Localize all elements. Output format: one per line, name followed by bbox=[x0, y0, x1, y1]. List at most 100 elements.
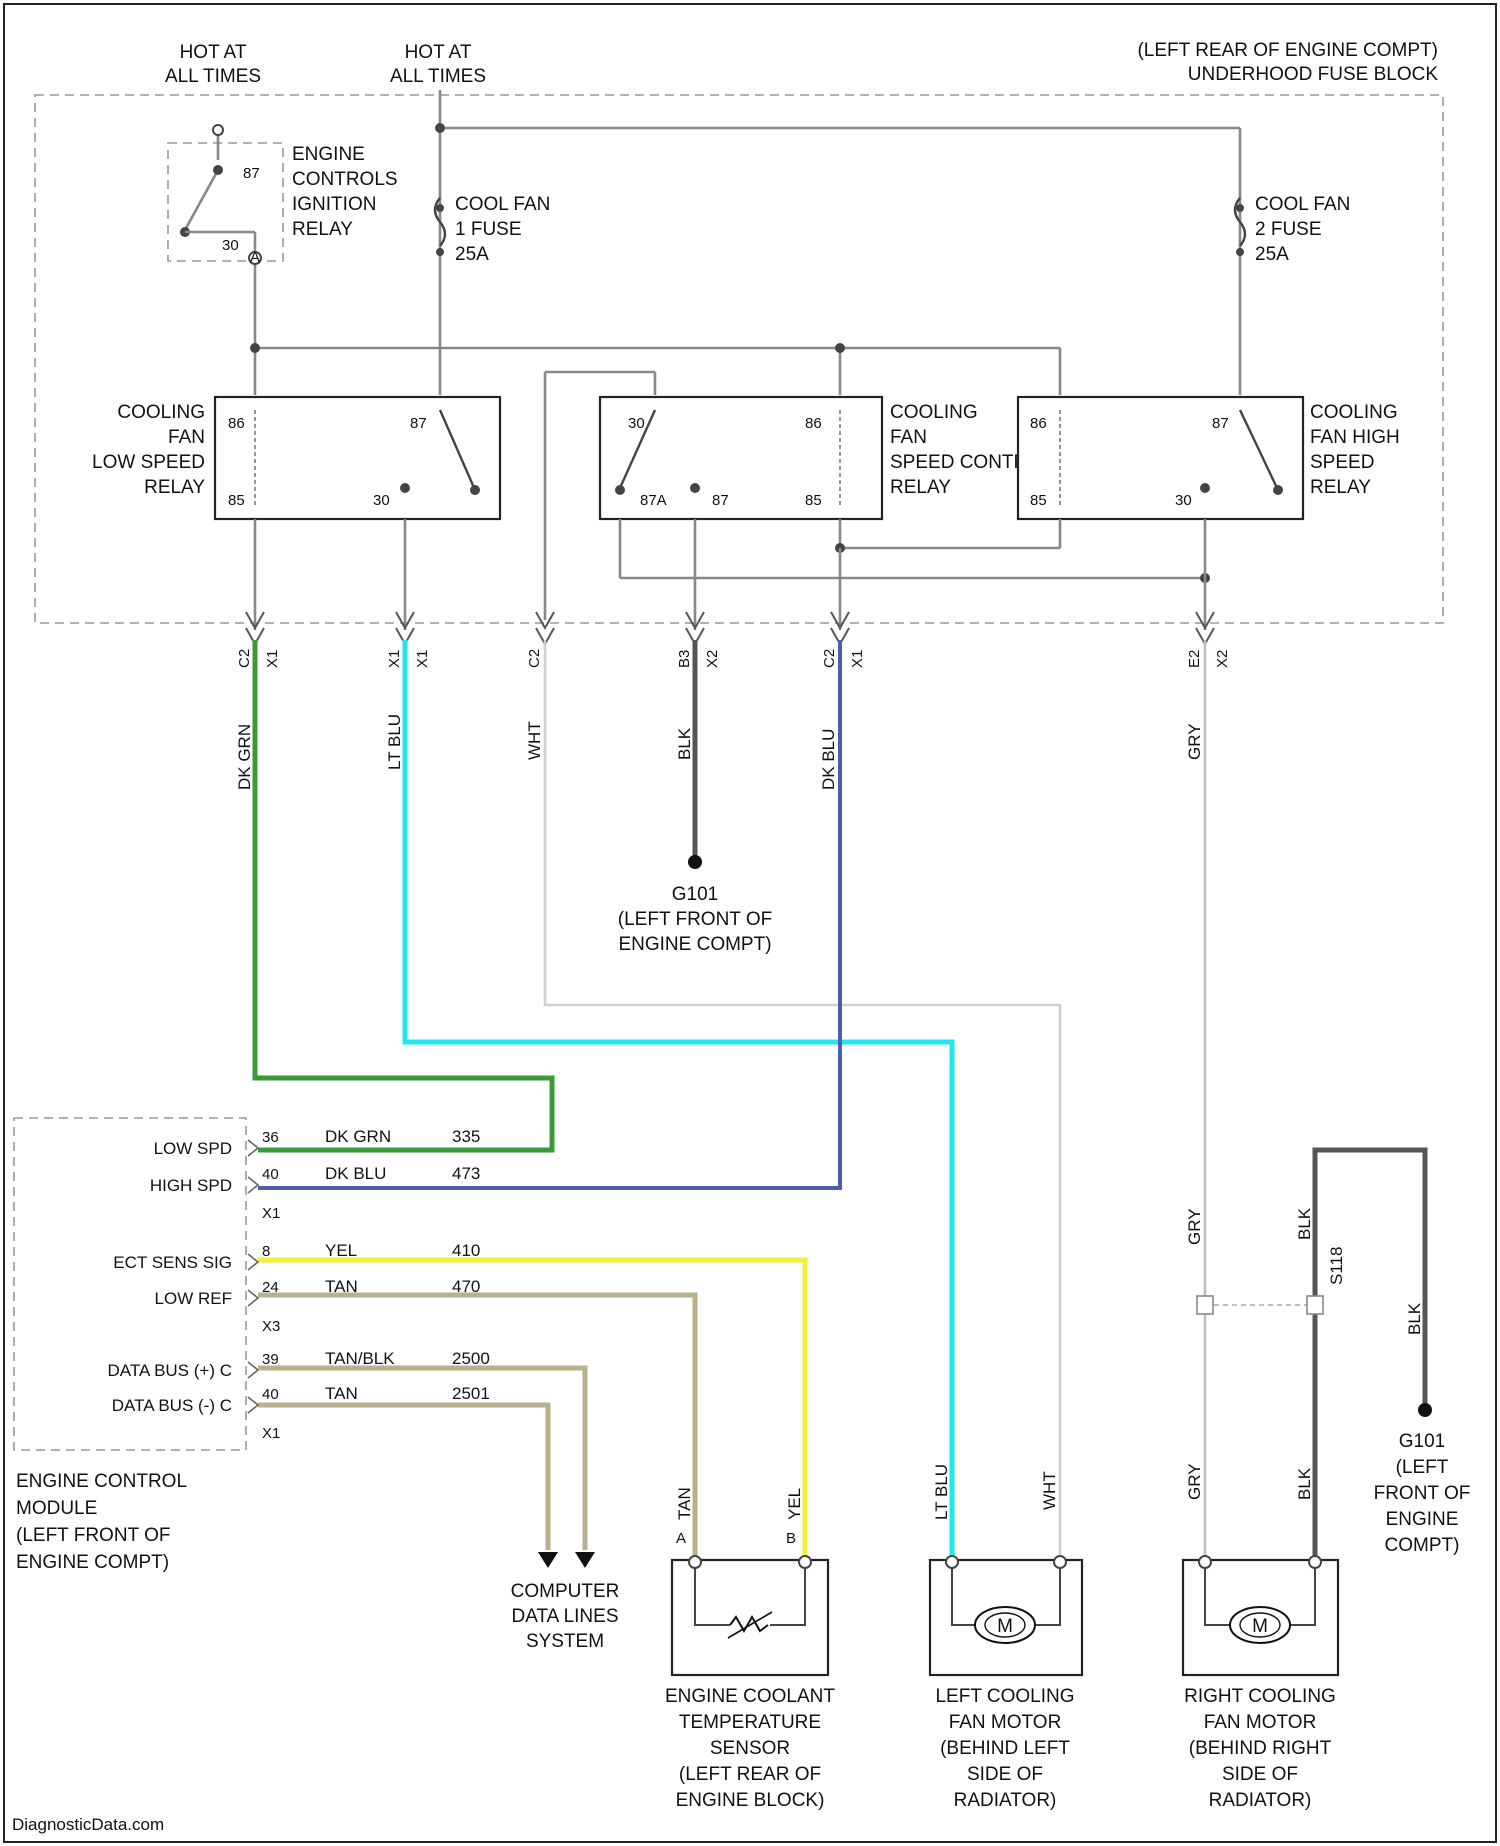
svg-text:(LEFT REAR OF: (LEFT REAR OF bbox=[679, 1764, 821, 1785]
wire-tan2 bbox=[258, 1368, 585, 1550]
svg-text:B: B bbox=[786, 1530, 796, 1547]
svg-text:A: A bbox=[676, 1530, 686, 1547]
svg-text:ENGINE COMPT): ENGINE COMPT) bbox=[16, 1552, 169, 1573]
svg-text:YEL: YEL bbox=[785, 1488, 804, 1520]
ecm-wire-color: DK BLU bbox=[325, 1164, 386, 1183]
ecm-pin-name: HIGH SPD bbox=[150, 1176, 232, 1195]
svg-text:S118: S118 bbox=[1327, 1247, 1346, 1285]
svg-text:RADIATOR): RADIATOR) bbox=[954, 1790, 1057, 1811]
connector-id: C2 bbox=[526, 649, 543, 668]
ecm-pin-name: DATA BUS (+) C bbox=[107, 1361, 232, 1380]
svg-text:(LEFT REAR OF ENGINE COMPT): (LEFT REAR OF ENGINE COMPT) bbox=[1137, 40, 1438, 61]
svg-text:30: 30 bbox=[222, 237, 239, 254]
engine-coolant-temperature-sensor: TAN YEL A B ENGINE COOLANT TEMPERATURE S… bbox=[665, 1487, 835, 1811]
cooling-fan-high-speed-relay: 86 85 87 30 COOLING FAN HIGH SPEED RELAY bbox=[1018, 397, 1400, 519]
ecm-wire-color: DK GRN bbox=[325, 1127, 391, 1146]
hot-at-all-times-label-1: HOT AT ALL TIMES bbox=[165, 42, 261, 87]
svg-text:RELAY: RELAY bbox=[292, 219, 353, 240]
svg-text:86: 86 bbox=[805, 415, 822, 432]
connector-marker: C2 bbox=[526, 612, 554, 668]
ecm-circuit-number: 470 bbox=[452, 1277, 480, 1296]
ecm-wire-color: YEL bbox=[325, 1241, 357, 1260]
ecm-pin-number: X1 bbox=[262, 1205, 280, 1222]
ecm-pin-name: DATA BUS (-) C bbox=[112, 1396, 232, 1415]
svg-text:COOLING: COOLING bbox=[117, 402, 205, 423]
ecm-circuit-number: 2501 bbox=[452, 1384, 490, 1403]
wire-tan1 bbox=[258, 1295, 695, 1560]
ecm-pin-number: X1 bbox=[262, 1425, 280, 1442]
cool-fan-2-fuse: COOL FAN 2 FUSE 25A bbox=[1235, 194, 1350, 265]
svg-text:(LEFT FRONT OF: (LEFT FRONT OF bbox=[16, 1525, 170, 1546]
connector-id: C2 bbox=[236, 649, 253, 668]
svg-text:1 FUSE: 1 FUSE bbox=[455, 219, 522, 240]
svg-text:COMPT): COMPT) bbox=[1385, 1535, 1460, 1556]
svg-text:BLK: BLK bbox=[675, 727, 694, 760]
svg-text:UNDERHOOD FUSE BLOCK: UNDERHOOD FUSE BLOCK bbox=[1188, 64, 1439, 85]
svg-text:COOL FAN: COOL FAN bbox=[1255, 194, 1350, 215]
ecm-pin-number: 8 bbox=[262, 1243, 270, 1260]
ecm-pin-name: LOW SPD bbox=[154, 1139, 232, 1158]
ecm-pin-number: 40 bbox=[262, 1166, 279, 1183]
svg-text:COOL FAN: COOL FAN bbox=[455, 194, 550, 215]
svg-text:87A: 87A bbox=[640, 492, 667, 509]
connector-id: X1 bbox=[849, 650, 866, 668]
svg-text:BLK: BLK bbox=[1295, 1467, 1314, 1500]
svg-text:85: 85 bbox=[228, 492, 245, 509]
ecm-pin-row: X1 bbox=[262, 1205, 280, 1222]
svg-text:FRONT OF: FRONT OF bbox=[1374, 1483, 1471, 1504]
ecm-circuit-number: 2500 bbox=[452, 1349, 490, 1368]
fuse-block-label: (LEFT REAR OF ENGINE COMPT) UNDERHOOD FU… bbox=[1137, 40, 1438, 85]
ecm-wire-color: TAN bbox=[325, 1277, 358, 1296]
svg-text:RELAY: RELAY bbox=[1310, 477, 1371, 498]
wire-ltblu bbox=[405, 640, 952, 1560]
relay-interconnect-wires bbox=[255, 519, 1210, 630]
svg-text:(LEFT: (LEFT bbox=[1396, 1457, 1449, 1478]
svg-text:FAN: FAN bbox=[890, 427, 927, 448]
svg-text:GRY: GRY bbox=[1185, 1208, 1204, 1245]
svg-text:DATA LINES: DATA LINES bbox=[512, 1606, 619, 1627]
connector-id: X1 bbox=[386, 650, 403, 668]
svg-text:FAN MOTOR: FAN MOTOR bbox=[1204, 1712, 1317, 1733]
ecm-circuit-number: 335 bbox=[452, 1127, 480, 1146]
ignition-relay: 87 30 A ENGINE CONTROLS IGNITION RELAY bbox=[168, 125, 398, 270]
svg-text:RIGHT COOLING: RIGHT COOLING bbox=[1184, 1686, 1336, 1707]
svg-text:FAN MOTOR: FAN MOTOR bbox=[949, 1712, 1062, 1733]
ecm-wire-color: TAN bbox=[325, 1384, 358, 1403]
computer-data-lines-system: COMPUTER DATA LINES SYSTEM bbox=[511, 1552, 620, 1652]
svg-text:BLK: BLK bbox=[1295, 1207, 1314, 1240]
ecm-pin-number: X3 bbox=[262, 1318, 280, 1335]
ecm-pin-name: LOW REF bbox=[155, 1289, 232, 1308]
right-side-wiring: GRY BLK S118 BLK bbox=[1185, 1207, 1424, 1335]
svg-text:M: M bbox=[997, 1616, 1013, 1637]
ecm-pin-number: 24 bbox=[262, 1279, 279, 1296]
cooling-fan-low-speed-relay: 86 85 87 30 COOLING FAN LOW SPEED RELAY bbox=[92, 397, 500, 519]
ecm-pin-row: X1 bbox=[262, 1425, 280, 1442]
svg-text:(BEHIND LEFT: (BEHIND LEFT bbox=[940, 1738, 1070, 1759]
ecm-pin-name: ECT SENS SIG bbox=[113, 1253, 232, 1272]
connector-marker: E2X2 bbox=[1186, 612, 1231, 668]
svg-text:ALL TIMES: ALL TIMES bbox=[165, 66, 261, 87]
ecm-pin-number: 39 bbox=[262, 1351, 279, 1368]
svg-text:85: 85 bbox=[805, 492, 822, 509]
ecm-wire-color: TAN/BLK bbox=[325, 1349, 395, 1368]
ecm-pin-row: X3 bbox=[262, 1318, 280, 1335]
connector-id: X1 bbox=[264, 650, 281, 668]
svg-text:ENGINE BLOCK): ENGINE BLOCK) bbox=[676, 1790, 825, 1811]
wire-yel bbox=[258, 1260, 805, 1560]
svg-text:COOLING: COOLING bbox=[890, 402, 978, 423]
footer-brand: DiagnosticData.com bbox=[12, 1815, 164, 1834]
power-bus-wires bbox=[250, 90, 1240, 620]
svg-text:SYSTEM: SYSTEM bbox=[526, 1631, 604, 1652]
svg-text:87: 87 bbox=[712, 492, 729, 509]
svg-text:RELAY: RELAY bbox=[890, 477, 951, 498]
svg-text:87: 87 bbox=[243, 165, 260, 182]
colored-circuit-wires bbox=[255, 640, 1425, 1560]
svg-text:COOLING: COOLING bbox=[1310, 402, 1398, 423]
svg-text:LT BLU: LT BLU bbox=[932, 1464, 951, 1520]
svg-text:25A: 25A bbox=[1255, 244, 1289, 265]
connector-id: X1 bbox=[414, 650, 431, 668]
